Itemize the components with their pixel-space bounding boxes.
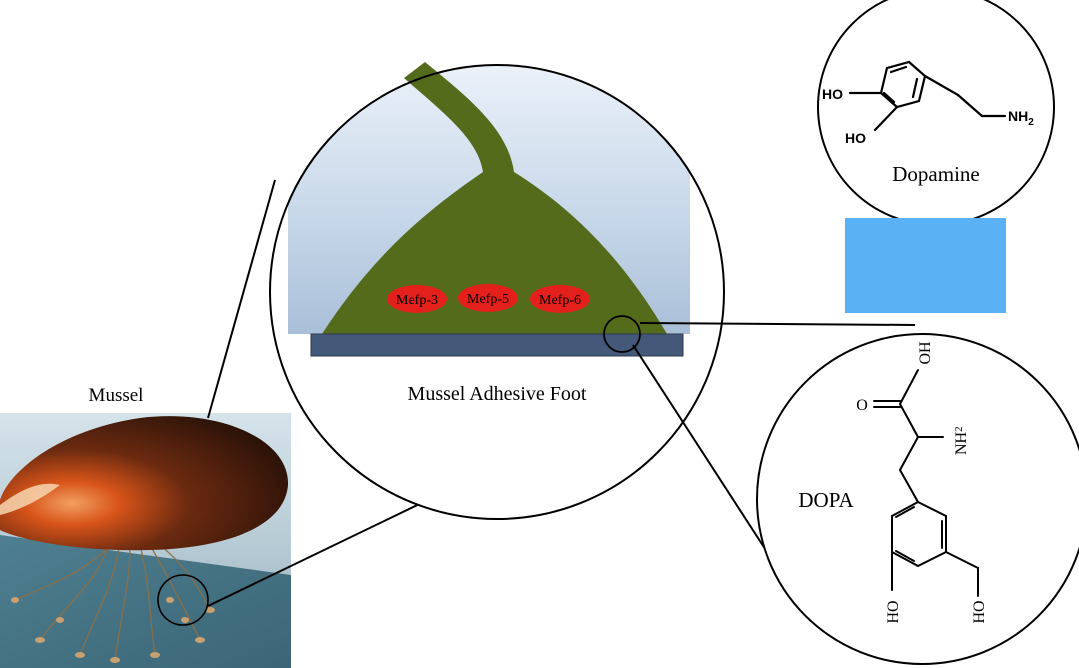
substrate-surface — [310, 333, 684, 357]
dopa-o: O — [856, 397, 868, 414]
connector-line — [632, 344, 783, 576]
protein-mefp-6: Mefp-6 — [530, 285, 590, 313]
dopa-circle — [756, 333, 1079, 665]
protein-label: Mefp-3 — [396, 293, 438, 308]
adhesive-foot-panel: Mefp-3 Mefp-5 Mefp-6 Mussel Adhesive Foo… — [269, 62, 725, 520]
connector-line — [639, 322, 916, 326]
protein-mefp-3: Mefp-3 — [387, 285, 447, 313]
connector-line — [207, 179, 276, 419]
mussel-label: Mussel — [89, 385, 144, 406]
zoom-circle-border — [269, 64, 725, 520]
protein-mefp-5: Mefp-5 — [458, 284, 518, 312]
dopamine-ho-bottom: HO — [845, 130, 866, 146]
dopa-ho-right: HO — [971, 600, 988, 623]
protein-label: Mefp-5 — [467, 292, 509, 307]
foot-zoom-circle — [603, 315, 641, 353]
dopa-label: DOPA — [798, 488, 854, 512]
dopamine-panel: HO HO NH2 Dopamine — [817, 0, 1055, 226]
adhesive-foot-shape — [322, 62, 667, 334]
mussel-photo — [0, 413, 291, 668]
dopa-ho-left: HO — [885, 600, 902, 623]
dopa-nh2: NH2 — [953, 426, 970, 455]
adhesive-foot-label: Mussel Adhesive Foot — [408, 383, 587, 405]
dopamine-ho-top: HO — [822, 86, 843, 102]
dopa-oh: OH — [917, 341, 934, 365]
photo-zoom-circle — [157, 574, 209, 626]
dopamine-structure — [848, 60, 1007, 132]
dopamine-label: Dopamine — [892, 162, 979, 186]
dopamine-nh2: NH2 — [1008, 108, 1034, 128]
blue-box — [845, 218, 1006, 313]
dopa-panel: OH O NH2 HO HO DOPA — [756, 333, 1079, 665]
dopa-structure — [873, 369, 979, 597]
protein-label: Mefp-6 — [539, 293, 581, 308]
